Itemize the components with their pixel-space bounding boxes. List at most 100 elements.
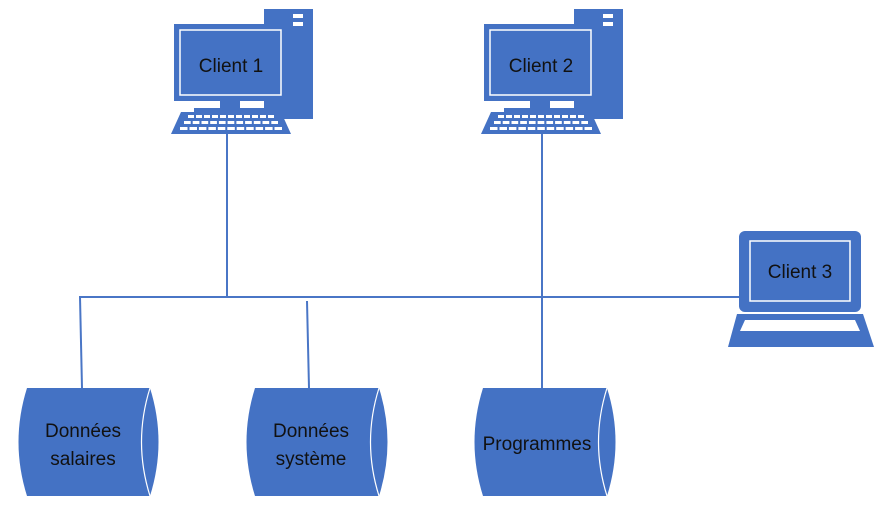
keyboard-key — [520, 121, 527, 124]
storage-cylinder-edge — [597, 387, 608, 497]
keyboard-key — [506, 115, 512, 118]
tower-slot — [293, 14, 303, 18]
keyboard-key — [556, 127, 564, 130]
keyboard-key — [546, 121, 554, 124]
client2-label: Client 2 — [509, 56, 573, 77]
client1-computer: Client 1 — [171, 9, 313, 134]
keyboard-key — [565, 127, 574, 130]
network-lines — [79, 134, 742, 389]
keyboard-key — [528, 121, 536, 124]
monitor-neck — [530, 101, 550, 110]
keyboard-key — [518, 127, 526, 130]
keyboard-key — [262, 121, 270, 124]
monitor-screen — [179, 29, 282, 96]
keyboard-key — [201, 121, 209, 124]
keyboard-key — [537, 121, 545, 124]
keyboard-key — [252, 115, 258, 118]
keyboard-key — [236, 127, 245, 130]
salaires-connector — [79, 296, 83, 389]
keyboard-key — [271, 121, 278, 124]
keyboard-key — [210, 121, 217, 124]
keyboard-key — [563, 121, 571, 124]
keyboard-key — [514, 115, 520, 118]
client2-computer: Client 2 — [481, 9, 623, 134]
keyboard-key — [511, 121, 519, 124]
keyboard-key — [570, 115, 576, 118]
keyboard-icon — [481, 112, 601, 134]
keyboard-key — [244, 115, 250, 118]
keyboard-key — [522, 115, 528, 118]
tower-slot — [603, 14, 613, 18]
client3-laptop: Client 3 — [728, 231, 874, 347]
keyboard-key — [220, 115, 226, 118]
keyboard-key — [236, 121, 244, 124]
tower-slot — [603, 22, 613, 26]
keyboard-key — [498, 115, 504, 118]
keyboard-key — [530, 115, 536, 118]
keyboard-key — [253, 121, 261, 124]
keyboard-key — [189, 127, 197, 130]
laptop-screen — [749, 240, 851, 302]
tower-slot — [293, 22, 303, 26]
keyboard-key — [255, 127, 264, 130]
keyboard-key — [265, 127, 273, 130]
laptop-keyboard-area — [740, 320, 860, 331]
monitor-neck — [220, 101, 240, 110]
storage-cylinder — [246, 388, 388, 496]
keyboard-key — [212, 115, 218, 118]
keyboard-key — [192, 121, 200, 124]
storage-cylinder-edge — [369, 387, 380, 497]
keyboard-key — [494, 121, 501, 124]
storage-label: salaires — [50, 449, 115, 470]
keyboard-key — [217, 127, 226, 130]
keyboard-icon — [171, 112, 291, 134]
client1-label: Client 1 — [199, 56, 263, 77]
keyboard-key — [218, 121, 226, 124]
storage-cylinder — [474, 388, 616, 496]
keyboard-key — [578, 115, 584, 118]
keyboard-key — [581, 121, 588, 124]
keyboard-key — [555, 121, 562, 124]
storage-donnees-salaires: Données salaires — [18, 387, 159, 497]
keyboard-key — [236, 115, 242, 118]
keyboard-key — [584, 127, 592, 130]
storage-label: Programmes — [483, 434, 592, 455]
monitor-base — [504, 108, 576, 113]
keyboard-key — [180, 127, 188, 130]
keyboard-key — [508, 127, 517, 130]
keyboard-key — [499, 127, 507, 130]
storage-cylinder-edge — [140, 387, 151, 497]
keyboard-key — [227, 121, 235, 124]
monitor-base — [194, 108, 266, 113]
keyboard-key — [198, 127, 207, 130]
systeme-connector — [306, 300, 310, 389]
storage-donnees-systeme: Données système — [246, 387, 388, 497]
keyboard-key — [527, 127, 536, 130]
keyboard-key — [538, 115, 544, 118]
keyboard-key — [490, 127, 498, 130]
keyboard-key — [575, 127, 583, 130]
keyboard-key — [204, 115, 210, 118]
keyboard-key — [208, 127, 216, 130]
client3-label: Client 3 — [768, 262, 832, 283]
keyboard-key — [184, 121, 191, 124]
storage-cylinder — [18, 388, 159, 496]
keyboard-key — [227, 127, 235, 130]
keyboard-key — [196, 115, 202, 118]
keyboard-key — [245, 121, 252, 124]
keyboard-key — [537, 127, 545, 130]
keyboard-key — [562, 115, 568, 118]
storage-programmes: Programmes — [474, 387, 616, 497]
keyboard-key — [502, 121, 510, 124]
keyboard-key — [572, 121, 580, 124]
storage-label: système — [276, 449, 347, 470]
keyboard-key — [246, 127, 254, 130]
keyboard-key — [554, 115, 560, 118]
keyboard-key — [274, 127, 282, 130]
keyboard-key — [228, 115, 234, 118]
keyboard-key — [268, 115, 274, 118]
monitor-screen — [489, 29, 592, 96]
storage-label: Données — [45, 421, 121, 442]
keyboard-key — [260, 115, 266, 118]
